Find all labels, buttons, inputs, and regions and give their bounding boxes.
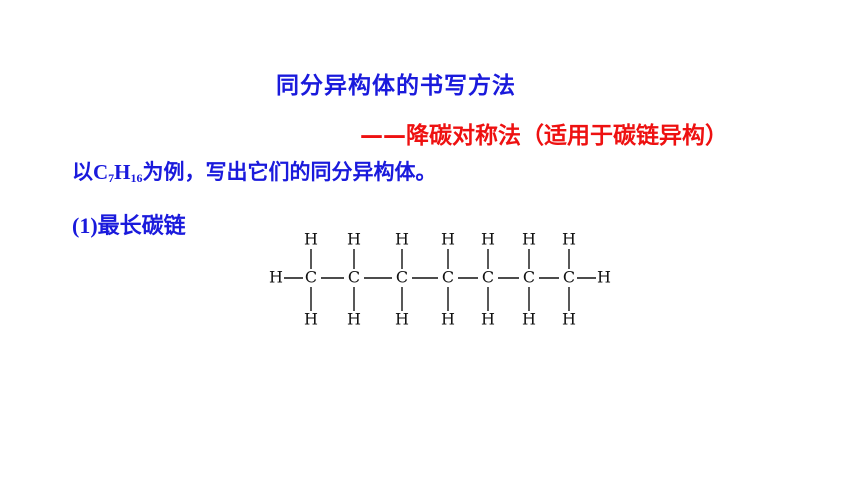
intro-text: 以C7H16为例，写出它们的同分异构体。 — [72, 156, 437, 186]
formula-hydrogen-subscript: 16 — [130, 171, 143, 185]
hydrogen-atom-top: H — [347, 230, 361, 249]
hydrogen-atom-top: H — [395, 230, 409, 249]
hydrogen-atom-top: H — [562, 230, 576, 249]
hydrogen-atom-bottom: H — [562, 310, 576, 329]
carbon-atom: C — [442, 268, 454, 287]
hydrogen-atom-left: H — [269, 268, 283, 287]
section-number: (1) — [72, 213, 98, 238]
hydrogen-atom-bottom: H — [441, 310, 455, 329]
formula-hydrogen: H — [114, 160, 131, 184]
page-subtitle: ——降碳对称法（适用于碳链异构） — [360, 123, 728, 149]
carbon-atom: C — [523, 268, 535, 287]
formula: C7H16 — [93, 160, 143, 185]
hydrogen-atom-top: H — [441, 230, 455, 249]
carbon-atom: C — [396, 268, 408, 287]
formula-carbon-subscript: 7 — [108, 171, 115, 185]
hydrogen-atom-bottom: H — [522, 310, 536, 329]
hydrogen-atom-top: H — [304, 230, 318, 249]
carbon-atom: C — [305, 268, 317, 287]
section-label: 最长碳链 — [97, 214, 186, 239]
formula-carbon: C — [93, 160, 109, 184]
hydrogen-atom-right: H — [597, 268, 611, 287]
hydrogen-atom-bottom: H — [481, 310, 495, 329]
hydrogen-atom-top: H — [481, 230, 495, 249]
carbon-atom: C — [482, 268, 494, 287]
hydrogen-atom-bottom: H — [347, 310, 361, 329]
hydrogen-atom-top: H — [522, 230, 536, 249]
section-heading: (1)最长碳链 — [72, 208, 186, 240]
hydrogen-atom-bottom: H — [395, 310, 409, 329]
intro-prefix: 以 — [72, 160, 93, 184]
carbon-atom: C — [563, 268, 575, 287]
carbon-atom: C — [348, 268, 360, 287]
hydrogen-atom-bottom: H — [304, 310, 318, 329]
intro-suffix: 为例，写出它们的同分异构体。 — [142, 160, 437, 184]
page-title: 同分异构体的书写方法 — [276, 73, 516, 99]
